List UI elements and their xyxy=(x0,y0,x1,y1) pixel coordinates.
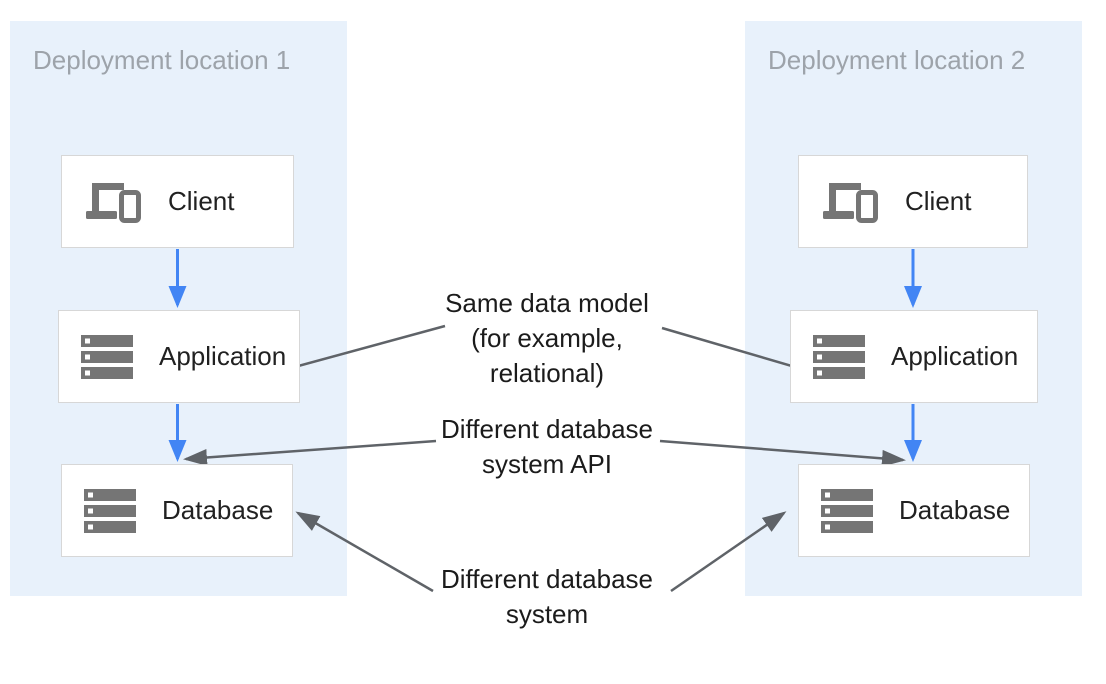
devices-icon xyxy=(86,182,141,223)
storage-icon xyxy=(813,334,865,379)
storage-icon xyxy=(821,488,873,533)
node-label: Application xyxy=(159,341,287,371)
panel-title: Deployment location 2 xyxy=(768,45,1026,75)
node-client-1: Client xyxy=(61,155,294,248)
node-database-2: Database xyxy=(798,464,1030,557)
annotation-different-db-system: Different database system xyxy=(441,564,653,629)
annotation-different-db-api: Different database system API xyxy=(441,414,653,479)
node-label: Client xyxy=(168,186,235,216)
node-application-1: Application xyxy=(58,310,300,403)
node-label: Application xyxy=(891,341,1019,371)
node-client-2: Client xyxy=(798,155,1028,248)
node-database-1: Database xyxy=(61,464,293,557)
node-label: Database xyxy=(899,495,1011,525)
annotation-same-data-model: Same data model (for example, relational… xyxy=(445,288,649,388)
storage-icon xyxy=(81,334,133,379)
node-application-2: Application xyxy=(790,310,1038,403)
node-label: Database xyxy=(162,495,274,525)
panel-title: Deployment location 1 xyxy=(33,45,291,75)
storage-icon xyxy=(84,488,136,533)
node-label: Client xyxy=(905,186,972,216)
devices-icon xyxy=(823,182,878,223)
